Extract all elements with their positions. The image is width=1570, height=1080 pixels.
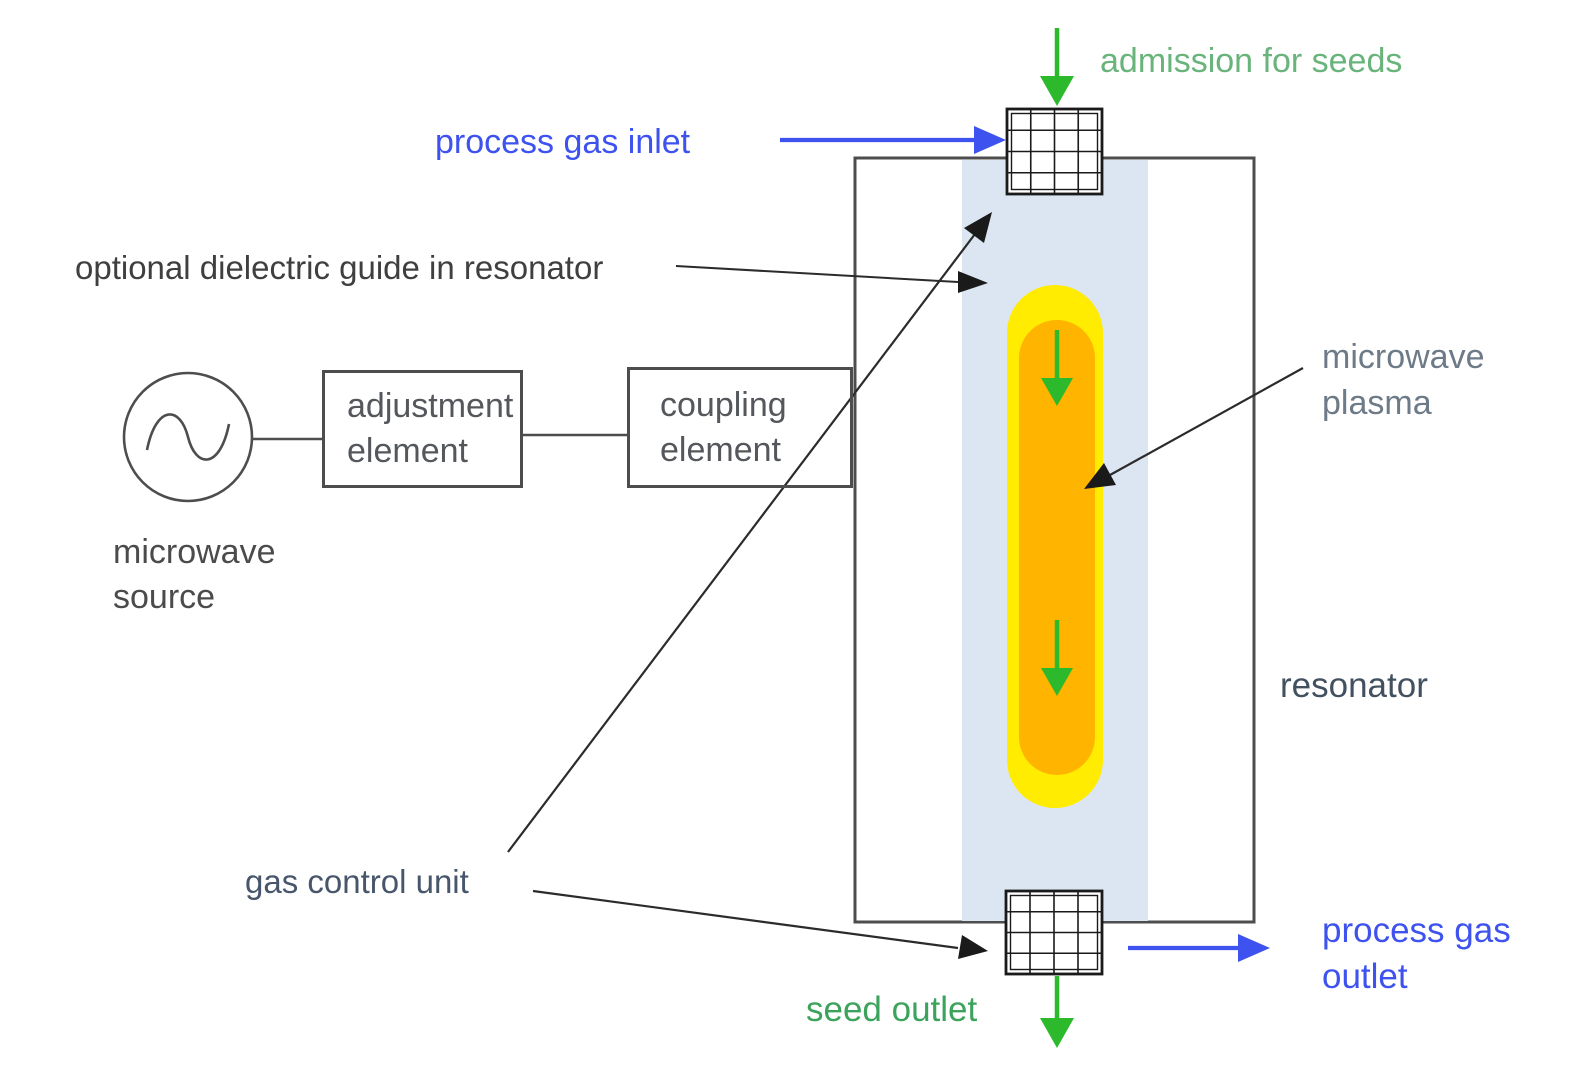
gas-inlet-grid-port xyxy=(1005,107,1104,196)
dielectric-guide-arrow xyxy=(675,265,988,293)
process-gas-inlet-label: process gas inlet xyxy=(435,123,691,161)
gas-outlet-grid-port xyxy=(1004,889,1104,976)
adjustment-element-label-line2: element xyxy=(347,432,468,470)
coupling-element-box: coupling element xyxy=(627,367,853,488)
process-gas-outlet-label-line1: process gas xyxy=(1322,911,1511,950)
seed-flow-arrow-plasma-lower xyxy=(1041,620,1073,696)
microwave-plasma-label-line2: plasma xyxy=(1322,384,1432,422)
plasma-inner-capsule xyxy=(1019,320,1095,775)
coupling-element-label-line1: coupling xyxy=(660,385,787,424)
process-gas-outlet-arrow xyxy=(1128,934,1270,962)
microwave-source-symbol xyxy=(122,371,254,503)
sine-wave-icon xyxy=(145,413,231,461)
adjustment-element-label-line1: adjustment xyxy=(347,387,514,425)
gas-control-unit-label: gas control unit xyxy=(245,863,469,900)
gas-control-arrow-to-outlet xyxy=(532,889,988,959)
plasma-pointer-arrow xyxy=(1084,367,1304,489)
seed-outlet-label: seed outlet xyxy=(806,990,978,1029)
microwave-source-label-line1: microwave xyxy=(113,533,276,571)
seed-flow-arrow-bottom xyxy=(1040,976,1074,1048)
seed-flow-arrow-plasma-upper xyxy=(1041,330,1073,406)
gas-control-arrow-to-inlet xyxy=(507,212,992,853)
microwave-source-label: microwave source xyxy=(113,530,275,620)
process-gas-outlet-label: process gas outlet xyxy=(1322,908,1511,1000)
process-gas-inlet-arrow xyxy=(780,126,1006,154)
microwave-plasma-label: microwave plasma xyxy=(1322,334,1484,426)
dielectric-guide-label: optional dielectric guide in resonator xyxy=(75,249,604,286)
microwave-plasma-label-line1: microwave xyxy=(1322,338,1485,376)
process-gas-outlet-label-line2: outlet xyxy=(1322,957,1408,996)
admission-for-seeds-label: admission for seeds xyxy=(1100,42,1403,80)
seed-flow-arrow-top xyxy=(1040,28,1074,106)
microwave-source-label-line2: source xyxy=(113,578,216,616)
adjustment-element-box: adjustment element xyxy=(322,370,523,488)
coupling-element-label-line2: element xyxy=(660,430,781,469)
resonator-label: resonator xyxy=(1280,666,1428,705)
